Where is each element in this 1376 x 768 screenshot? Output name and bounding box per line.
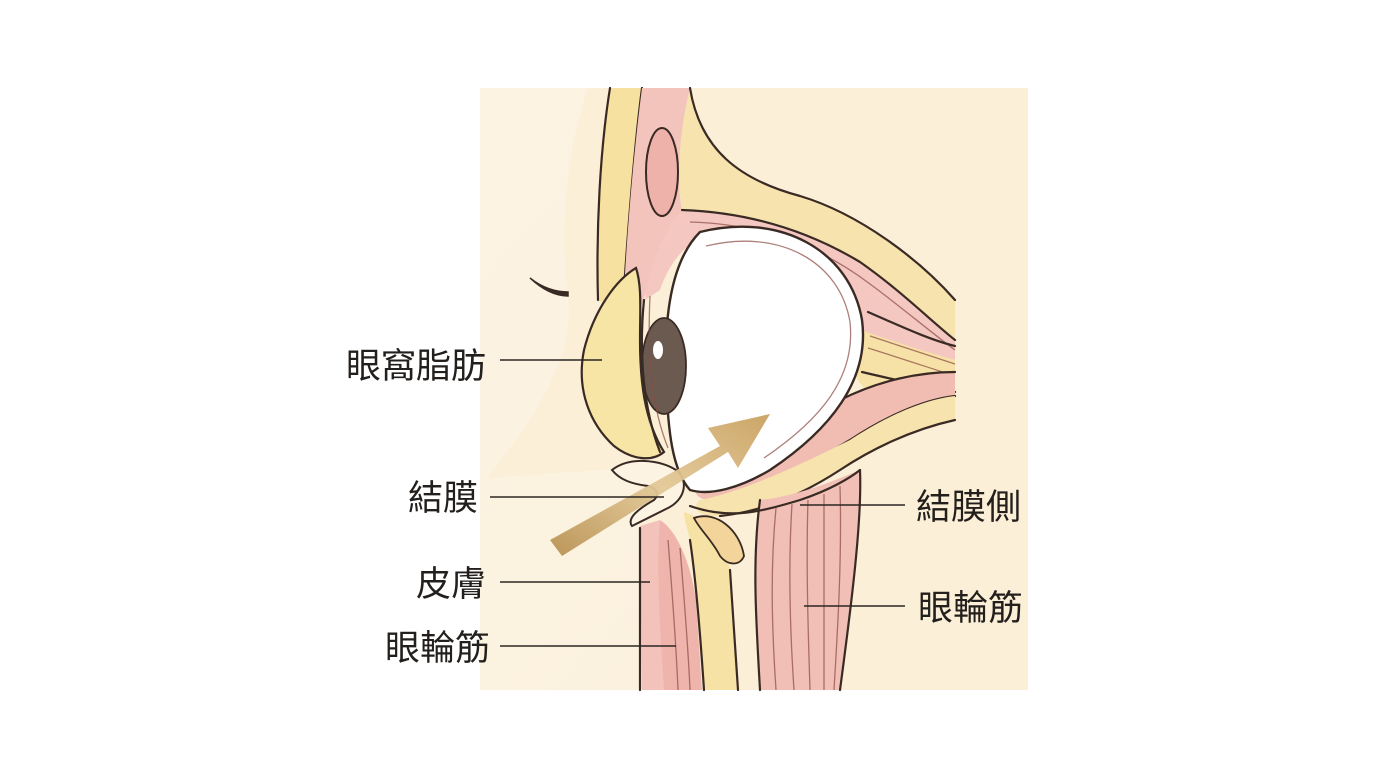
approach-arrow	[550, 414, 770, 556]
capsulopalpebral-layer	[696, 396, 955, 517]
orbital-septum-band	[679, 88, 955, 340]
label-orbicularis-left: 眼輪筋	[385, 629, 490, 669]
eyelashes	[529, 277, 569, 297]
upper-pink-oval	[645, 127, 679, 217]
iris-highlight	[653, 341, 663, 359]
label-orbital-fat: 眼窩脂肪	[346, 347, 486, 387]
upper-lid-fat-strip	[597, 88, 642, 303]
label-conjunctiva: 結膜	[408, 479, 478, 519]
orbital-fat	[580, 266, 666, 460]
label-conjunctival-side: 結膜側	[916, 488, 1021, 528]
tarsus-bulge	[692, 515, 745, 565]
globe-top-pink	[645, 210, 955, 360]
label-skin: 皮膚	[416, 565, 486, 605]
label-orbicularis-right: 眼輪筋	[918, 589, 1023, 629]
